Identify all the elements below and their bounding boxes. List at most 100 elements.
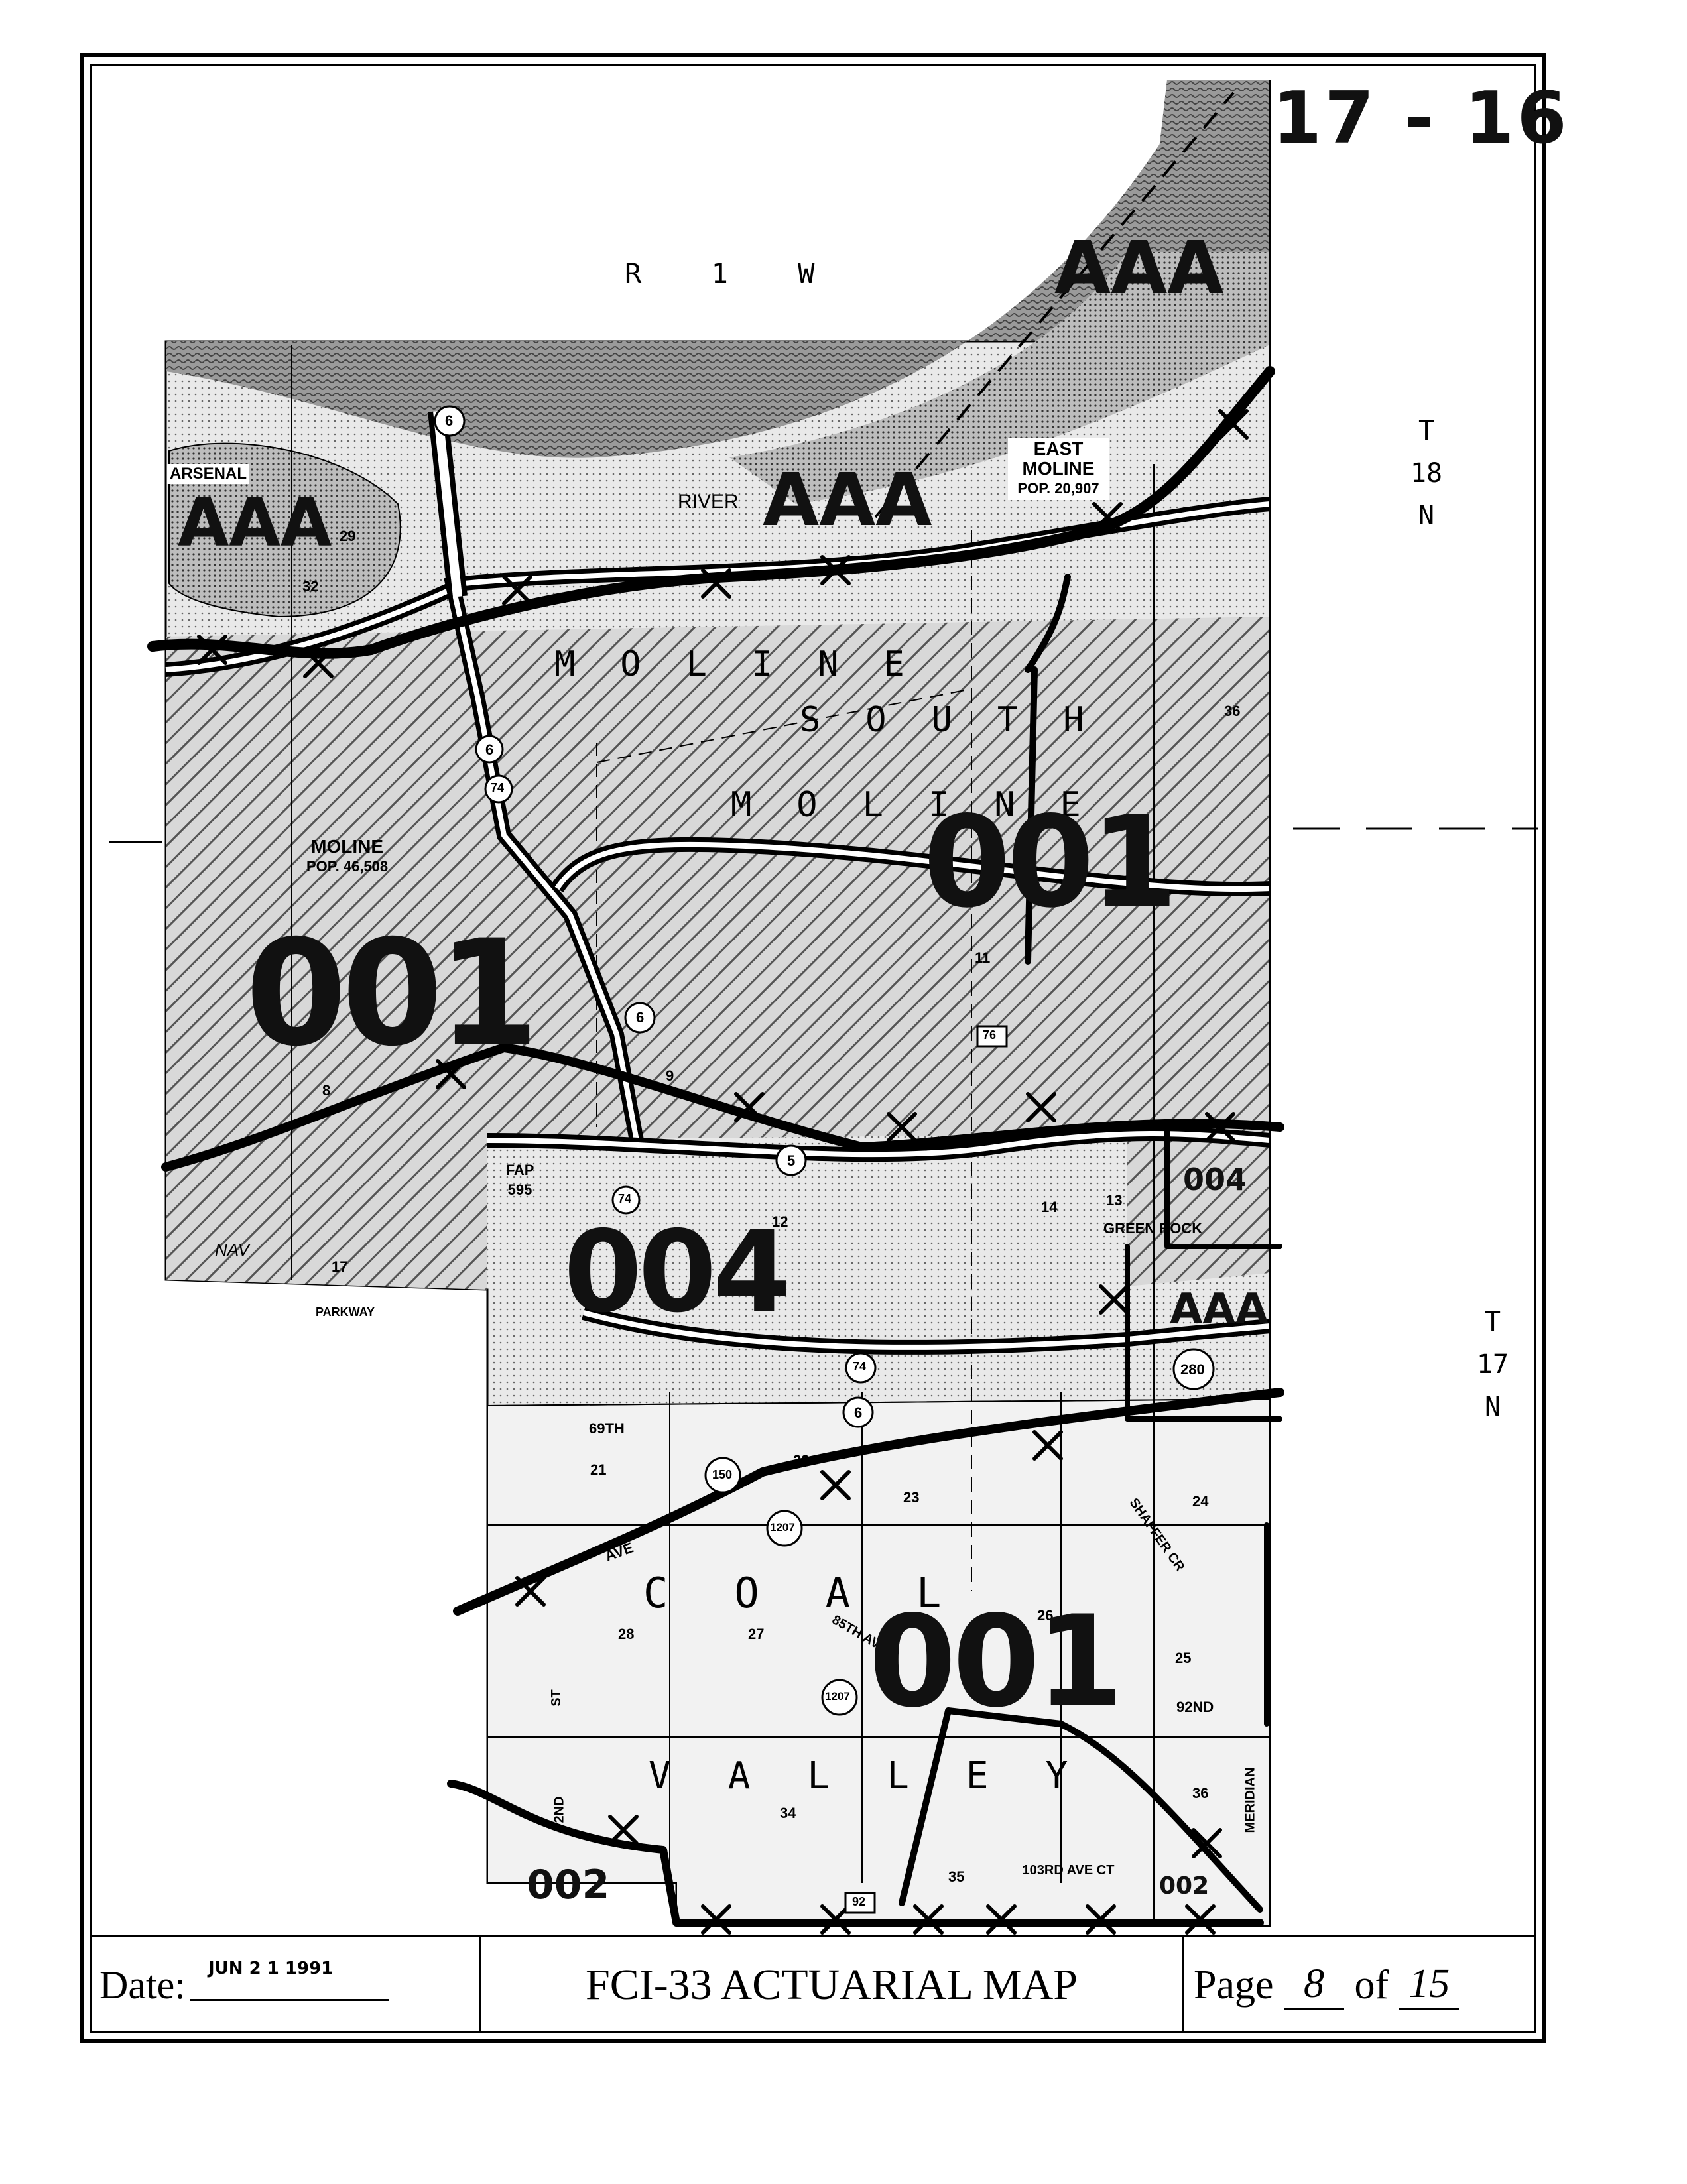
township-top-n: N — [1418, 501, 1435, 531]
route-shields — [434, 405, 1215, 1914]
page-label: Page — [1194, 1962, 1274, 2008]
code-aaa-east: AAA — [1170, 1285, 1269, 1334]
east-moline-pop: POP. 20,907 — [1017, 480, 1099, 497]
code-001-south-moline: 001 — [923, 789, 1178, 936]
section-17: 17 — [332, 1258, 348, 1275]
place-coal: COAL — [643, 1569, 1008, 1617]
place-moline-big: MOLINE — [554, 644, 950, 684]
label-nav: NAV — [215, 1240, 250, 1260]
route-6-top: 6 — [445, 412, 454, 429]
hatched-zone-moline — [166, 617, 1270, 1290]
section-13: 13 — [1106, 1192, 1123, 1209]
label-92nd: 92ND — [1176, 1699, 1214, 1715]
section-32: 32 — [302, 578, 319, 595]
code-004-center: 004 — [564, 1207, 791, 1338]
footer-bar: Date: JUN 2 1 1991 FCI-33 ACTUARIAL MAP … — [90, 1935, 1536, 2033]
arsenal-island — [168, 442, 401, 618]
township-bottom-n: N — [1484, 1392, 1501, 1422]
section-grid — [291, 345, 1271, 1923]
place-arsenal: ARSENAL — [167, 464, 250, 484]
place-south: SOUTH — [800, 700, 1129, 740]
township-top-number: 18 — [1410, 458, 1443, 489]
township-bottom: T 17 N — [1463, 1301, 1523, 1428]
date-stamp: JUN 2 1 1991 — [208, 1959, 334, 1978]
township-bottom-t: T — [1484, 1307, 1501, 1337]
river — [166, 133, 1270, 458]
section-8: 8 — [322, 1082, 331, 1099]
date-underline — [189, 1970, 389, 2001]
route-76: 76 — [983, 1028, 997, 1042]
page-total: 15 — [1399, 1961, 1460, 2010]
code-aaa-river: AAA — [763, 457, 932, 542]
route-150: 150 — [712, 1468, 733, 1481]
page-number: 8 — [1284, 1961, 1344, 2010]
route-1207-north: 1207 — [770, 1521, 795, 1534]
section-25: 25 — [1175, 1650, 1192, 1666]
section-22: 22 — [793, 1452, 810, 1469]
section-36-south: 36 — [1192, 1785, 1209, 1801]
code-aaa-arsenal: AAA — [178, 484, 332, 562]
section-29: 29 — [340, 528, 356, 544]
range-lines — [109, 80, 1538, 1926]
section-24: 24 — [1192, 1493, 1209, 1510]
east-moline-name: EAST MOLINE — [1022, 438, 1095, 479]
place-river: RIVER — [678, 491, 739, 513]
range-label: R 1 W — [625, 257, 842, 290]
code-001-coal-valley: 001 — [869, 1589, 1124, 1735]
code-002-west: 002 — [527, 1862, 610, 1908]
river-shore — [729, 252, 1270, 504]
code-002-east: 002 — [1159, 1872, 1210, 1900]
section-12: 12 — [772, 1213, 788, 1230]
section-2: 2 — [943, 837, 952, 853]
route-74-south: 74 — [853, 1360, 867, 1373]
moline-name: MOLINE — [311, 836, 384, 857]
section-34: 34 — [780, 1805, 796, 1821]
footer-date: Date: JUN 2 1 1991 — [90, 1937, 481, 2033]
code-001-moline: 001 — [245, 908, 539, 1078]
township-top-t: T — [1418, 416, 1435, 446]
label-st: ST — [548, 1689, 564, 1707]
route-6-north: 6 — [485, 741, 494, 758]
section-14: 14 — [1041, 1199, 1058, 1215]
section-11: 11 — [975, 949, 991, 966]
label-103rd: 103RD AVE CT — [1022, 1863, 1115, 1878]
map-id: 17 - 16 — [1272, 77, 1570, 160]
outer-frame — [80, 53, 1546, 2043]
zone-boundaries — [147, 366, 1284, 1927]
code-004-east: 004 — [1183, 1162, 1247, 1197]
route-6-mid: 6 — [636, 1009, 645, 1026]
route-74-mid: 74 — [618, 1192, 632, 1205]
route-5: 5 — [787, 1152, 796, 1169]
label-fap-595: FAP 595 — [505, 1162, 534, 1198]
section-35: 35 — [948, 1868, 965, 1885]
upper-right-wedge — [1147, 80, 1270, 252]
section-26: 26 — [1037, 1607, 1054, 1624]
route-74-north: 74 — [491, 781, 505, 794]
place-valley: VALLEY — [649, 1754, 1125, 1797]
date-label: Date: — [99, 1963, 186, 2007]
section-21: 21 — [590, 1461, 607, 1478]
label-69th: 69TH — [589, 1420, 625, 1437]
footer-page: Page 8 of 15 — [1184, 1937, 1536, 2033]
code-aaa-northeast: AAA — [1054, 225, 1224, 310]
place-south-moline: MOLINE — [731, 785, 1126, 825]
route-1207-south: 1207 — [825, 1690, 850, 1703]
section-27: 27 — [748, 1626, 765, 1642]
section-36-north: 36 — [1224, 703, 1241, 719]
moline-pop: POP. 46,508 — [306, 858, 389, 875]
highways — [165, 410, 1271, 1355]
place-east-moline: EAST MOLINE POP. 20,907 — [1008, 438, 1109, 500]
inner-frame — [90, 64, 1536, 2033]
section-9: 9 — [666, 1067, 674, 1084]
label-meridian: MERIDIAN — [1243, 1767, 1258, 1833]
route-280: 280 — [1180, 1361, 1205, 1378]
place-moline: MOLINE POP. 46,508 — [306, 837, 388, 877]
route-92: 92 — [852, 1895, 866, 1908]
label-parkway: PARKWAY — [316, 1305, 375, 1319]
township-bottom-number: 17 — [1476, 1349, 1509, 1380]
place-green-rock: GREEN ROCK — [1103, 1220, 1203, 1237]
route-6-south: 6 — [854, 1404, 863, 1421]
footer-title: FCI-33 ACTUARIAL MAP — [481, 1937, 1184, 2033]
boundary-x-markers — [197, 409, 1249, 1935]
